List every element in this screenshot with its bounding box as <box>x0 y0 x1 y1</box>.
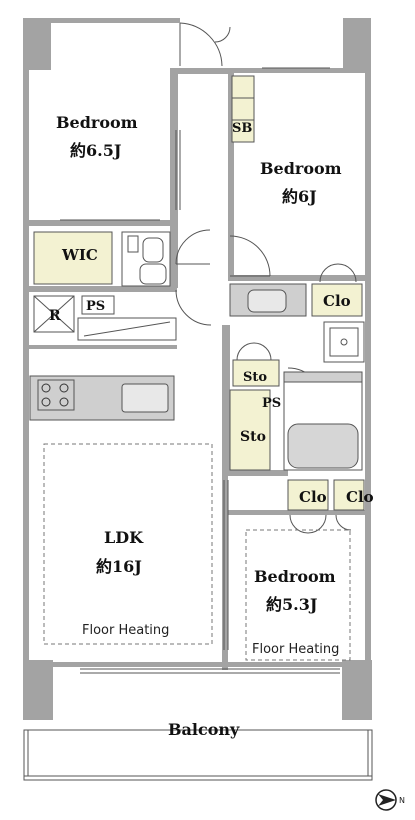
ldk-name: LDK <box>104 528 144 547</box>
storage-lower-label: Sto <box>240 429 266 445</box>
pipe-space-1-label: PS <box>86 299 105 314</box>
bathtub <box>283 371 363 471</box>
refrigerator-label: R <box>49 308 61 324</box>
bedroom-ne-name: Bedroom <box>260 159 342 178</box>
pipe-space-2-label: PS <box>262 396 281 411</box>
window-lines <box>80 67 340 674</box>
exterior-walls <box>23 18 372 720</box>
bedroom-ne-size: 約6J <box>282 187 317 206</box>
closet-2-label: Clo <box>346 488 374 506</box>
bedroom-nw-name: Bedroom <box>56 113 138 132</box>
wash-basin <box>229 283 307 317</box>
closet-1-label: Clo <box>299 488 327 506</box>
bedroom-se-floor-heating: Floor Heating <box>252 642 339 657</box>
north-arrow-icon: N <box>375 789 405 811</box>
interior-walls <box>29 68 365 670</box>
laundry-pan <box>323 321 365 363</box>
bedroom-se-name: Bedroom <box>254 567 336 586</box>
balcony-outline <box>23 729 373 781</box>
kitchen-counter <box>29 375 175 421</box>
storage-upper-label: Sto <box>243 370 267 385</box>
refrigerator-space <box>33 295 177 341</box>
north-label: N <box>399 796 405 805</box>
wic-label: WIC <box>61 246 98 264</box>
entrance-door <box>179 22 223 67</box>
storage-areas <box>33 75 365 511</box>
ldk-floor-heating: Floor Heating <box>82 623 169 638</box>
shoe-box-label: SB <box>232 121 252 136</box>
ldk-size: 約16J <box>96 557 142 576</box>
toilet-room <box>121 231 171 287</box>
sliding-doors <box>60 130 229 650</box>
shoe-box-shelves <box>232 97 254 121</box>
balcony-label: Balcony <box>168 720 240 739</box>
bedroom-nw-size: 約6.5J <box>70 141 121 160</box>
bedroom-se-size: 約5.3J <box>266 595 317 614</box>
closet-laundry-label: Clo <box>323 292 351 310</box>
floor-heating-zones <box>43 443 351 661</box>
